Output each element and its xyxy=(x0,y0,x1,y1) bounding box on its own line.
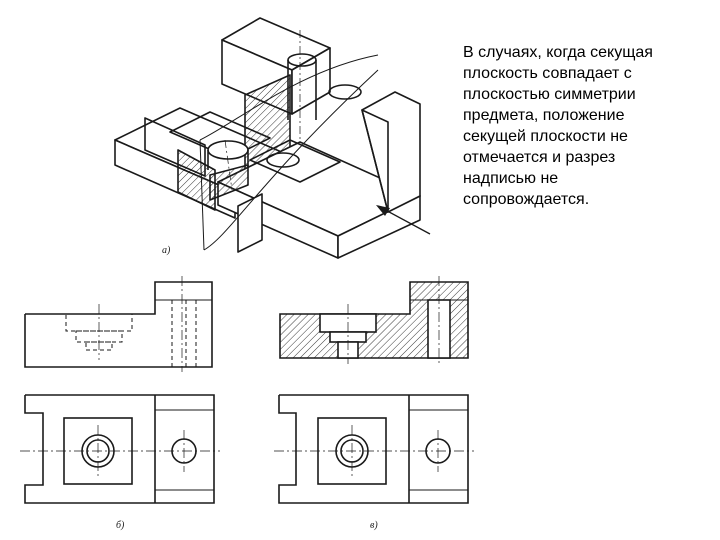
figure-label-b: б) xyxy=(116,520,125,531)
figure-label-v: в) xyxy=(370,520,378,531)
top-view-b xyxy=(20,394,220,504)
section-view-v xyxy=(279,276,469,364)
isometric-view xyxy=(114,17,431,259)
front-view-b xyxy=(24,276,213,372)
top-view-v xyxy=(274,394,474,504)
figure-label-a: а) xyxy=(162,245,171,256)
slide-body-text: В случаях, когда секущая плоскость совпа… xyxy=(463,44,653,208)
